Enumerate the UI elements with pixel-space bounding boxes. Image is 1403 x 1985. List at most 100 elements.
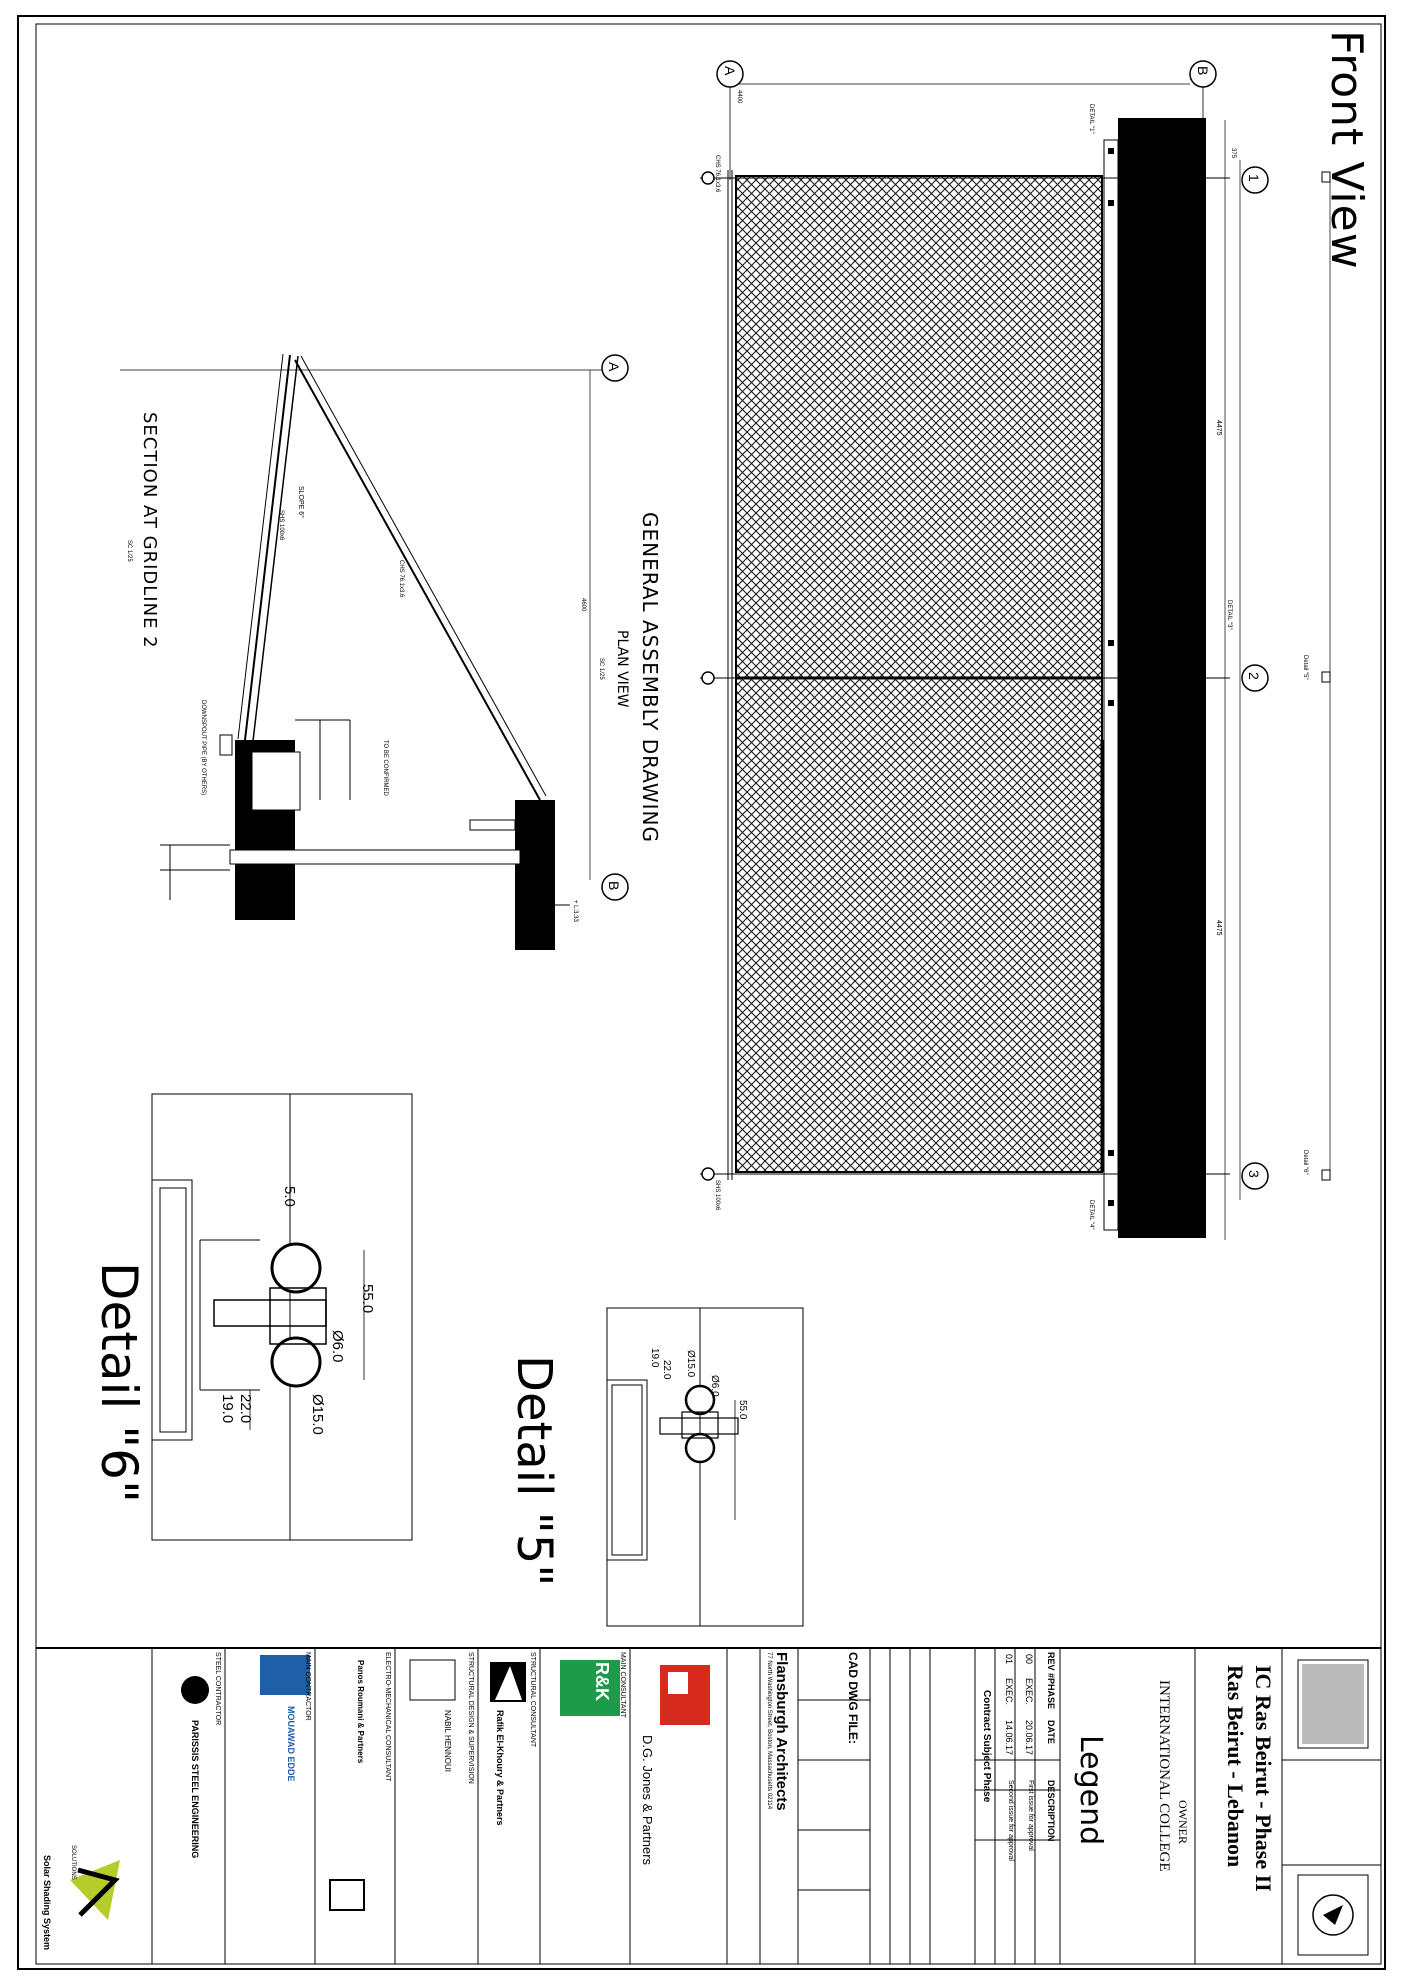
dim-total: 4400	[736, 90, 742, 104]
shs-bottom-label: SHS 100x6	[714, 1180, 720, 1211]
detail-5-drawing	[606, 1307, 804, 1627]
rev-row-0-desc: First issue for approval	[1027, 1780, 1034, 1851]
rev-row-0-rev: 00	[1024, 1654, 1034, 1665]
electro-label: ELECTRO-MECHANICAL CONSULTANT	[384, 1652, 391, 1782]
detail-6-dia-6: Ø6.0	[329, 1330, 346, 1363]
section-grid-a: A	[606, 362, 622, 372]
north-arrow-icon	[1312, 1894, 1354, 1936]
detail-6-marker: Detail "6"	[1302, 1150, 1308, 1175]
struct-consultant-name: Rafik El-Khoury & Partners	[495, 1710, 505, 1826]
grid-label-a: A	[722, 66, 738, 76]
struct-consultant-label: STRUCTURAL CONSULTANT	[529, 1652, 536, 1748]
rev-row-0-date: 20.06.17	[1024, 1720, 1034, 1756]
diagonal-strut	[294, 359, 541, 801]
rev-header-rev: REV #	[1046, 1652, 1056, 1679]
dim-side: 375	[1230, 148, 1236, 159]
detail-5-dia-15: Ø15.0	[685, 1350, 696, 1378]
detail-6-dim-5: 5.0	[281, 1186, 298, 1207]
struct-design-name: NABIL HENNOUI	[443, 1710, 452, 1772]
detail-6-drawing	[151, 1093, 413, 1541]
site-plan-thumbnail	[1302, 1664, 1364, 1744]
sloped-rafter	[244, 354, 291, 741]
chs-top-label: CHS 76.1x3.6	[714, 155, 720, 193]
rev-header-phase: PHASE	[1046, 1678, 1056, 1710]
detail-6-dim-19: 19.0	[219, 1394, 236, 1424]
solar-brand: SOLUTIONS	[70, 1845, 76, 1880]
rev-header-date: DATE	[1046, 1720, 1056, 1744]
main-contractor-label: MAIN CONTRACTOR	[304, 1652, 311, 1721]
section-note-gutter: DOWNSPOUT PIPE (BY OTHERS)	[200, 700, 206, 796]
front-view	[700, 60, 1331, 1240]
project-name: IC Ras Beirut - Phase II	[1251, 1665, 1276, 1892]
detail-5-dim-22: 22.0	[661, 1360, 672, 1380]
sheet-border-inner	[35, 23, 1382, 1965]
steel-name: PARISSIS STEEL ENGINEERING	[190, 1720, 200, 1859]
detail-6-dim-55: 55.0	[359, 1284, 376, 1314]
mesh-panel-1	[735, 175, 1103, 679]
section-title: SECTION AT GRIDLINE 2	[139, 412, 160, 649]
grid-label-3: 3	[1246, 1170, 1262, 1178]
section-note-slab: TO BE CONFIRMED	[382, 740, 388, 796]
prp-logo	[329, 1879, 365, 1911]
ga-subtitle: PLAN VIEW	[614, 630, 630, 708]
section-grid-b: B	[606, 881, 622, 891]
me-logo	[260, 1655, 310, 1695]
section-grid-bubble-b	[601, 873, 629, 901]
owner-name: INTERNATIONAL COLLEGE	[1156, 1680, 1172, 1872]
front-view-title: Front View	[1321, 30, 1372, 270]
solar-shading-logo	[70, 1860, 120, 1920]
section-scale: SC 1/25	[126, 540, 132, 562]
architect-name: Flansburgh Architects	[773, 1652, 790, 1811]
mesh-panel-2	[735, 677, 1103, 1173]
detail-5-dia-6: Ø6.0	[709, 1375, 720, 1397]
detail-5-dim-19: 19.0	[649, 1348, 660, 1368]
section-slope-label: SLOPE 6°	[297, 486, 304, 518]
detail-3-callout: DETAIL "3"	[1226, 600, 1232, 630]
electro-name: Panos Roumani & Partners	[356, 1660, 365, 1764]
rev-row-1-rev: 01	[1004, 1654, 1014, 1665]
main-contractor-name: MOUAWAD EDDE	[286, 1706, 296, 1782]
rk-logo	[560, 1660, 620, 1716]
detail-6-dia-15: Ø15.0	[309, 1394, 326, 1435]
section-grid-bubble-a	[601, 354, 629, 382]
section-chs-label: CHS 76.1x3.6	[398, 560, 404, 598]
grid-label-b: B	[1195, 66, 1211, 76]
grid-bubble-3	[1241, 1162, 1269, 1190]
legend-title: Legend	[1073, 1735, 1108, 1846]
detail-1-callout: DETAIL "1"	[1088, 104, 1094, 134]
steel-label: STEEL CONTRACTOR	[214, 1652, 221, 1726]
dim-span-1: 4475	[1215, 420, 1222, 436]
cad-file-label: CAD DWG FILE:	[846, 1652, 860, 1744]
solar-name: Solar Shading System	[42, 1855, 52, 1951]
rk-wordmark: R&K	[592, 1662, 612, 1701]
rev-row-1-phase: EXEC.	[1004, 1678, 1014, 1706]
main-consultant-name: D.G. Jones & Partners	[640, 1735, 655, 1866]
section-dim-4600: 4600	[580, 598, 586, 612]
nh-logo	[409, 1659, 456, 1701]
section-level: + L.3.33	[572, 900, 578, 922]
grid-label-1: 1	[1246, 174, 1262, 182]
detail-4-callout: DETAIL "4"	[1088, 1200, 1094, 1230]
struct-design-label: STRUCTURAL DESIGN & SUPERVISION	[467, 1652, 474, 1784]
contract-subject: Contract Subject Phase	[981, 1690, 992, 1803]
parissis-logo	[181, 1676, 209, 1704]
rev-header-description: DESCRIPTION	[1046, 1780, 1056, 1842]
detail-6-dim-22: 22.0	[237, 1394, 254, 1424]
section-view	[120, 353, 629, 950]
dim-span-2: 4475	[1215, 920, 1222, 936]
rev-row-1-date: 14.06.17	[1004, 1720, 1014, 1756]
detail-5-title: Detail "5"	[506, 1355, 562, 1587]
section-shs-label: SHS 100x6	[278, 510, 284, 541]
grid-bubble-1	[1241, 166, 1269, 194]
rev-row-0-phase: EXEC.	[1024, 1678, 1034, 1706]
project-location: Ras Beirut - Lebanon	[1223, 1665, 1248, 1868]
sheet-border-outer	[17, 15, 1386, 1970]
grid-bubble-2	[1241, 664, 1269, 692]
architect-address: 77 North Washington Street, Boston, Mass…	[766, 1652, 772, 1810]
ga-title: GENERAL ASSEMBLY DRAWING	[638, 512, 662, 843]
ga-scale: SC 1/25	[598, 658, 604, 680]
owner-label: OWNER	[1176, 1800, 1190, 1844]
rev-row-1-desc: Second issue for approval	[1007, 1780, 1014, 1861]
detail-5-marker: Detail "5"	[1302, 655, 1308, 680]
